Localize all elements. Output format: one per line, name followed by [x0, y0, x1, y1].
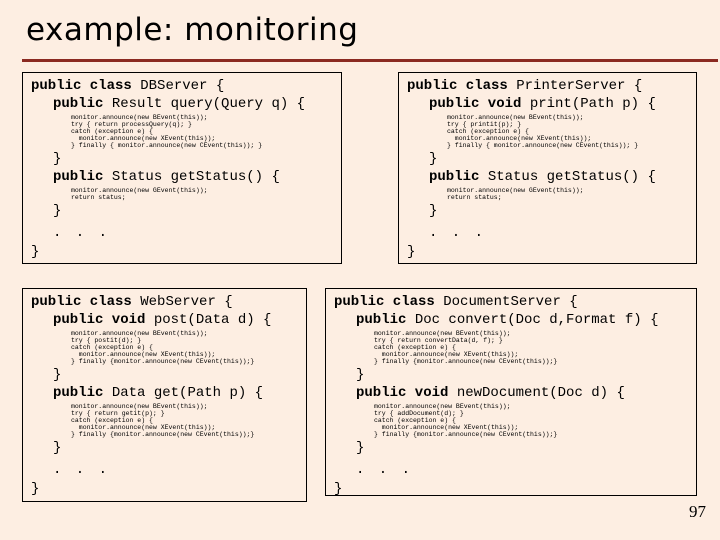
- keyword-public-void: public void: [429, 96, 522, 112]
- method-signature: public Result query(Query q) {: [53, 96, 333, 112]
- method-close-brace: }: [53, 440, 62, 456]
- keyword-public: public: [53, 385, 104, 401]
- slide-title: example: monitoring: [26, 12, 359, 48]
- class-name: DocumentServer {: [443, 294, 578, 310]
- method-name: Status getStatus() {: [487, 169, 656, 185]
- class-close-brace: }: [31, 481, 40, 497]
- keyword-public: public: [53, 96, 104, 112]
- method-signature: public Status getStatus() {: [53, 169, 333, 185]
- keyword-public-void: public void: [356, 385, 449, 401]
- ellipsis: . . .: [356, 462, 414, 478]
- class-declaration: public class DBServer {: [31, 78, 333, 94]
- ellipsis: . . .: [53, 225, 111, 241]
- keyword-public-class: public class: [31, 294, 132, 310]
- class-close-brace: }: [31, 244, 40, 260]
- method-body-code: monitor.announce(new BEvent(this)); try …: [71, 114, 263, 149]
- class-name: PrinterServer {: [516, 78, 643, 94]
- class-close-brace: }: [334, 481, 343, 496]
- keyword-public-class: public class: [407, 78, 508, 94]
- method-signature: public void newDocument(Doc d) {: [356, 385, 688, 401]
- method-close-brace: }: [53, 151, 62, 167]
- method-body-code: monitor.announce(new BEvent(this)); try …: [374, 330, 558, 365]
- method-close-brace: }: [53, 367, 62, 383]
- method-close-brace: }: [356, 440, 365, 456]
- method-name: Result query(Query q) {: [111, 96, 306, 112]
- code-box-documentserver: public class DocumentServer { public Doc…: [325, 288, 697, 496]
- title-underline: [22, 59, 718, 62]
- code-box-webserver: public class WebServer { public void pos…: [22, 288, 307, 502]
- keyword-public: public: [356, 312, 407, 328]
- method-signature: public Doc convert(Doc d,Format f) {: [356, 312, 688, 328]
- ellipsis: . . .: [53, 462, 111, 478]
- keyword-public-class: public class: [334, 294, 435, 310]
- method-close-brace: }: [356, 367, 365, 383]
- class-close-brace: }: [407, 244, 416, 260]
- method-name: Status getStatus() {: [111, 169, 280, 185]
- method-name: post(Data d) {: [153, 312, 272, 328]
- method-signature: public void print(Path p) {: [429, 96, 688, 112]
- method-close-brace: }: [429, 203, 438, 219]
- keyword-public: public: [53, 169, 104, 185]
- method-signature: public void post(Data d) {: [53, 312, 298, 328]
- class-declaration: public class PrinterServer {: [407, 78, 688, 94]
- ellipsis: . . .: [429, 225, 487, 241]
- method-name: newDocument(Doc d) {: [456, 385, 625, 401]
- method-body-code: monitor.announce(new GEvent(this)); retu…: [71, 187, 208, 201]
- method-name: Doc convert(Doc d,Format f) {: [414, 312, 659, 328]
- code-box-dbserver: public class DBServer { public Result qu…: [22, 72, 342, 264]
- method-body-code: monitor.announce(new BEvent(this)); try …: [374, 403, 558, 438]
- keyword-public: public: [429, 169, 480, 185]
- keyword-public-void: public void: [53, 312, 146, 328]
- class-name: DBServer {: [140, 78, 225, 94]
- code-box-printerserver: public class PrinterServer { public void…: [398, 72, 697, 264]
- page-number: 97: [689, 502, 706, 521]
- keyword-public-class: public class: [31, 78, 132, 94]
- method-name: Data get(Path p) {: [111, 385, 264, 401]
- method-body-code: monitor.announce(new BEvent(this)); try …: [71, 403, 255, 438]
- class-declaration: public class WebServer {: [31, 294, 298, 310]
- method-name: print(Path p) {: [529, 96, 656, 112]
- method-close-brace: }: [429, 151, 438, 167]
- method-body-code: monitor.announce(new BEvent(this)); try …: [447, 114, 639, 149]
- class-declaration: public class DocumentServer {: [334, 294, 688, 310]
- class-name: WebServer {: [140, 294, 233, 310]
- method-close-brace: }: [53, 203, 62, 219]
- method-body-code: monitor.announce(new BEvent(this)); try …: [71, 330, 255, 365]
- method-body-code: monitor.announce(new GEvent(this)); retu…: [447, 187, 584, 201]
- method-signature: public Status getStatus() {: [429, 169, 688, 185]
- method-signature: public Data get(Path p) {: [53, 385, 298, 401]
